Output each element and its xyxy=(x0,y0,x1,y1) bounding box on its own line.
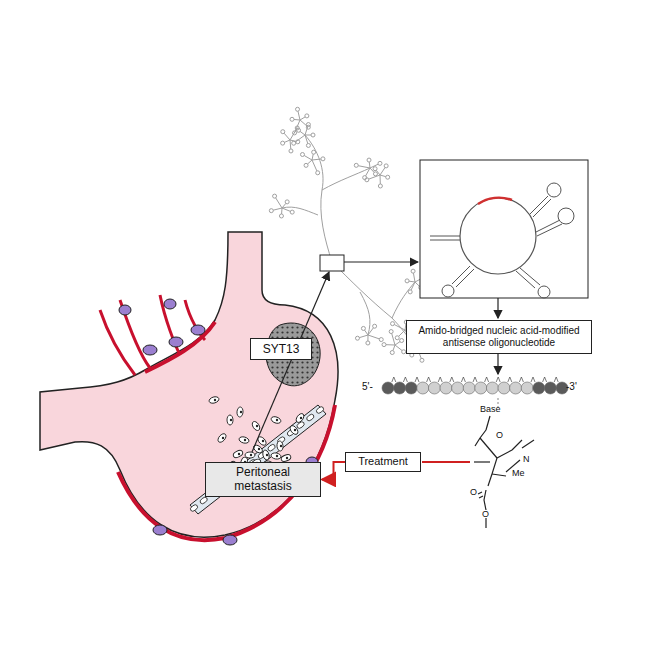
text-box: Peritoneal metastasis xyxy=(205,462,321,497)
syt13-arrow xyxy=(252,272,329,452)
zoom-box xyxy=(420,160,588,298)
treatment-arrow xyxy=(322,462,345,479)
structure-label: -3' xyxy=(566,381,577,392)
zoom-arrow xyxy=(344,261,418,262)
aso-strand xyxy=(382,377,568,394)
text-box: SYT13 xyxy=(250,338,312,360)
structure-label: 5'- xyxy=(362,381,373,392)
peritoneum xyxy=(189,396,326,514)
stomach xyxy=(40,232,338,545)
text-box: Treatment xyxy=(345,452,421,472)
structure-label: Me xyxy=(512,468,525,478)
box-text: Amido-bridged nucleic acid-modified anti… xyxy=(411,325,587,349)
structure-label: O xyxy=(496,430,503,440)
box-text: Peritoneal metastasis xyxy=(210,465,316,494)
treatment-line xyxy=(422,461,470,463)
box-text: Treatment xyxy=(358,455,408,468)
structure-label: O xyxy=(470,487,477,497)
structure-label: O xyxy=(482,509,489,519)
zoom-marker xyxy=(320,255,344,271)
ambna-structure xyxy=(474,416,534,528)
box-text: SYT13 xyxy=(263,342,300,356)
structure-label: Base xyxy=(480,404,501,414)
structure-label: N xyxy=(523,454,530,464)
text-box: Amido-bridged nucleic acid-modified anti… xyxy=(406,320,592,354)
down-arrow xyxy=(497,354,498,374)
down-arrow xyxy=(497,298,498,318)
